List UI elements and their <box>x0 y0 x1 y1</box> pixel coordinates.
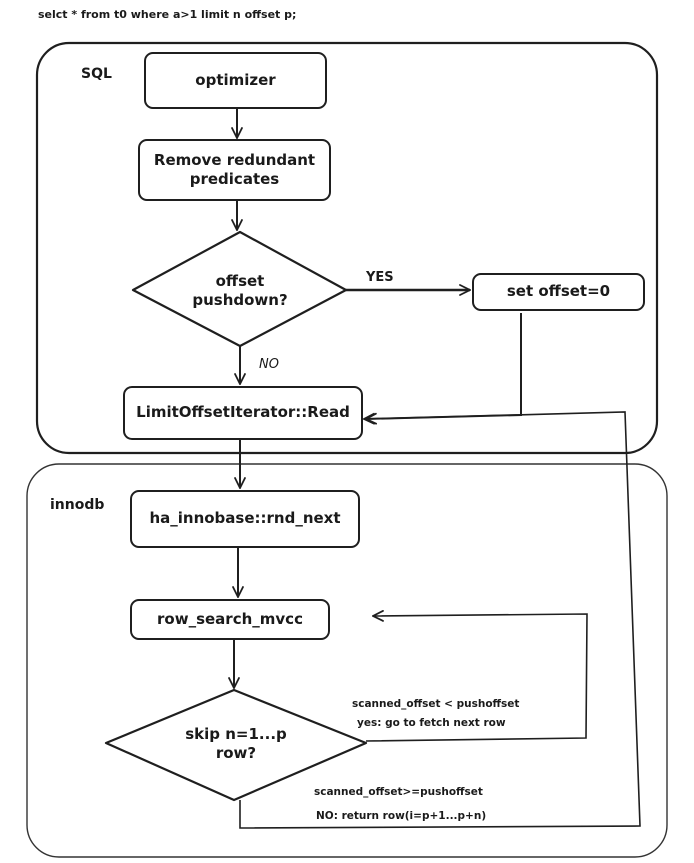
innodb-region <box>26 463 668 858</box>
arrow-skip-no-return <box>239 411 641 829</box>
sql-query-title: selct * from t0 where a>1 limit n offset… <box>38 8 297 21</box>
limit-offset-read-node: LimitOffsetIterator::Read <box>123 386 363 440</box>
innodb-region-label: innodb <box>50 497 105 513</box>
yes-edge-label: YES <box>366 270 394 285</box>
set-offset-label: set offset=0 <box>506 282 611 301</box>
limit-offset-read-label: LimitOffsetIterator::Read <box>136 403 350 422</box>
skip-row-decision: skip n=1...p row? <box>166 718 306 770</box>
offset-pushdown-decision: offset pushdown? <box>170 266 310 316</box>
rnd-next-node: ha_innobase::rnd_next <box>130 490 360 548</box>
rnd-next-label: ha_innobase::rnd_next <box>149 509 341 528</box>
offset-pushdown-label: offset pushdown? <box>192 271 288 310</box>
remove-predicates-label: Remove redundant predicates <box>153 150 316 189</box>
skip-yes-note-line1: scanned_offset < pushoffset <box>352 698 520 710</box>
row-search-node: row_search_mvcc <box>130 599 330 640</box>
sql-region-label: SQL <box>81 66 112 82</box>
optimizer-node: optimizer <box>144 52 327 109</box>
remove-predicates-node: Remove redundant predicates <box>138 139 331 201</box>
skip-row-diamond <box>104 688 368 802</box>
skip-no-note-line1: scanned_offset>=pushoffset <box>314 786 483 798</box>
optimizer-label: optimizer <box>195 70 276 89</box>
arrow-set-offset-to-read <box>364 313 522 419</box>
skip-yes-note-line2: yes: go to fetch next row <box>357 717 506 729</box>
sql-region <box>35 41 659 455</box>
row-search-label: row_search_mvcc <box>157 609 303 628</box>
skip-no-note-line2: NO: return row(i=p+1...p+n) <box>316 810 487 822</box>
no-edge-label: NO <box>259 357 279 372</box>
set-offset-node: set offset=0 <box>472 273 645 311</box>
skip-row-label: skip n=1...p row? <box>185 724 287 763</box>
arrow-skip-yes-loop <box>365 614 588 742</box>
